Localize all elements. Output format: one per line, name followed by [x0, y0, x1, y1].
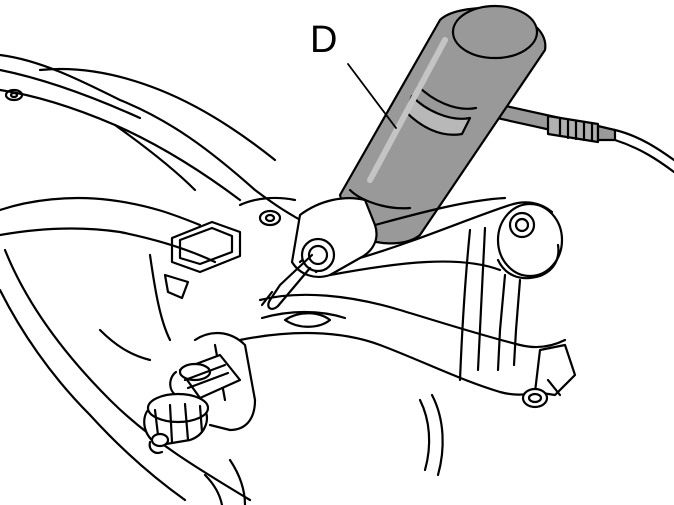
hydraulic-press-tool: [338, 4, 674, 245]
leader-line: [347, 63, 397, 129]
control-arm: [193, 196, 577, 477]
callout-label-d: D: [310, 19, 337, 61]
subframe: [0, 53, 312, 505]
callout-d: D: [310, 19, 397, 129]
front-bushing-bolt: [143, 237, 336, 454]
